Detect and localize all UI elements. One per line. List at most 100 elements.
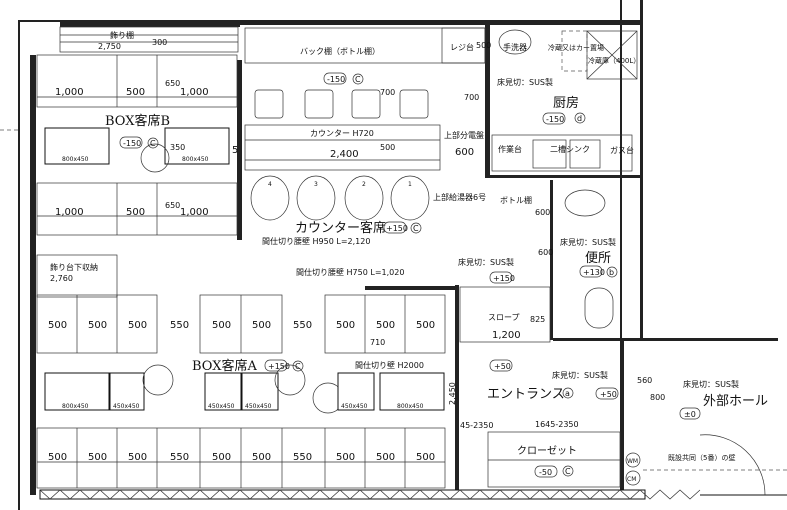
floor-trim: 床見切：SUS製 xyxy=(458,257,514,267)
tag: d xyxy=(577,114,582,123)
floor-trim: 床見切：SUS製 xyxy=(497,77,553,87)
table-size: 450x450 xyxy=(341,403,368,410)
gas-label: ガス台 xyxy=(610,145,634,155)
display-storage: 飾り台下収納 2,760 間仕切り腰壁 H750 L=1,020 xyxy=(36,254,404,298)
floor-trim: 床見切：SUS製 xyxy=(560,237,616,247)
dim: 500 xyxy=(380,143,395,152)
fridge-label: 冷蔵庫（400L） xyxy=(588,56,640,65)
dim: 700 xyxy=(380,88,395,97)
table-size: 450x450 xyxy=(245,403,272,410)
dim: 500 xyxy=(126,87,145,98)
floor-level: -50 xyxy=(539,468,552,477)
dim: 500 xyxy=(48,320,67,331)
dim: 500 xyxy=(376,452,395,463)
tag: a xyxy=(565,389,570,398)
display-shelf: 飾り棚 2,750 300 xyxy=(59,26,239,53)
meter-label: CM xyxy=(627,476,636,483)
box-seating-b: 1,000 500 1,000 650 BOX客席B 800x450 800x4… xyxy=(36,54,238,236)
area-label: BOX客席A xyxy=(192,358,257,374)
seat-number: 1 xyxy=(408,181,412,188)
room-label: 便所 xyxy=(585,251,611,266)
dim: 500 xyxy=(48,452,67,463)
shelf-label: 飾り棚 xyxy=(110,30,134,40)
wall-note: 既設共同（5番）の壁 xyxy=(668,453,735,462)
dim: 650 xyxy=(165,201,180,210)
tag: C xyxy=(355,75,361,84)
table-size: 800x450 xyxy=(182,156,209,163)
floor-level: +130 xyxy=(583,268,605,277)
seat-number: 4 xyxy=(268,181,272,188)
dim: 500 xyxy=(376,320,395,331)
floor-level: +150 xyxy=(386,224,408,233)
partition-note: 間仕切り壁 H2000 xyxy=(355,360,424,370)
dim: 650 xyxy=(165,79,180,88)
dim: 550 xyxy=(170,320,189,331)
fridge-space-label: 冷蔵又はカー置場 xyxy=(548,43,604,52)
dim: 500 xyxy=(252,452,271,463)
room-label: 外部ホール xyxy=(703,394,768,409)
dim: 2,450 xyxy=(448,382,457,405)
dim: 600 xyxy=(455,147,474,158)
floor-level: ±0 xyxy=(684,410,696,419)
tag: b xyxy=(609,268,614,277)
table-size: 800x450 xyxy=(62,156,89,163)
dim: 550 xyxy=(293,320,312,331)
shelf-depth: 300 xyxy=(152,38,167,47)
dim: 5 xyxy=(232,145,238,156)
seat-number: 3 xyxy=(314,181,318,188)
dim: 600 xyxy=(538,248,553,257)
kitchen: 手洗器 冷蔵又はカー置場 冷蔵庫（400L） 床見切：SUS製 厨房 -150 … xyxy=(491,29,640,172)
counter-stools: 4 3 2 1 xyxy=(250,175,430,221)
seat-number: 2 xyxy=(362,181,366,188)
floor-level: -150 xyxy=(123,139,141,148)
dim: 500 xyxy=(88,452,107,463)
dim: 2,400 xyxy=(330,149,359,160)
dim: 600 xyxy=(535,208,550,217)
wall-note: 間仕切り腰壁 H750 L=1,020 xyxy=(296,267,404,277)
dim: 550 xyxy=(170,452,189,463)
area-label: カウンター客席 xyxy=(295,220,386,236)
table-size: 800x450 xyxy=(397,403,424,410)
dim: 500 xyxy=(336,320,355,331)
dim: 500 xyxy=(212,452,231,463)
panel-label: 上部分電盤 xyxy=(444,130,484,140)
dim: 800 xyxy=(650,393,665,402)
floor-trim: 床見切：SUS製 xyxy=(552,370,608,380)
dim: 700 xyxy=(464,93,479,102)
dim: 825 xyxy=(530,315,545,324)
dim: 550 xyxy=(293,452,312,463)
entrance: +50 床見切：SUS製 エントランス a +50 45-2350 1645-2… xyxy=(460,359,665,488)
dim: 710 xyxy=(370,338,385,347)
dim: 500 xyxy=(416,320,435,331)
floor-level: +150 xyxy=(268,362,290,371)
counter-area: バック棚（ボトル棚） レジ台 500 -150 C 700 カウンター H720… xyxy=(232,27,491,246)
dim: 500 xyxy=(252,320,271,331)
tag: C xyxy=(295,362,301,371)
dim: 500 xyxy=(336,452,355,463)
floor-level: +50 xyxy=(494,362,511,371)
area-label: BOX客席B xyxy=(105,113,170,129)
dim: 1,000 xyxy=(180,87,209,98)
dim: 500 xyxy=(128,452,147,463)
floor-level: -150 xyxy=(546,115,564,124)
table-size: 450x450 xyxy=(113,403,140,410)
table-size: 450x450 xyxy=(208,403,235,410)
storage-label: 飾り台下収納 xyxy=(50,262,98,272)
dim: 500 xyxy=(88,320,107,331)
dim: 1,000 xyxy=(55,87,84,98)
tag: C xyxy=(150,139,156,148)
dim: 560 xyxy=(637,376,652,385)
dim: 350 xyxy=(170,143,185,152)
dim: 45-2350 xyxy=(460,421,493,430)
counter-label: カウンター H720 xyxy=(310,129,374,138)
room-label: 厨房 xyxy=(553,95,579,111)
toilet-area: ボトル棚 600 床見切：SUS製 便所 +130 b 600 xyxy=(500,189,618,329)
slope: 床見切：SUS製 +150 スロープ 825 1,200 xyxy=(458,257,551,343)
dim: 1645-2350 xyxy=(535,420,579,429)
register-label: レジ台 xyxy=(450,42,474,52)
dim: 500 xyxy=(212,320,231,331)
dim: 500 xyxy=(416,452,435,463)
worktable-label: 作業台 xyxy=(498,144,522,154)
